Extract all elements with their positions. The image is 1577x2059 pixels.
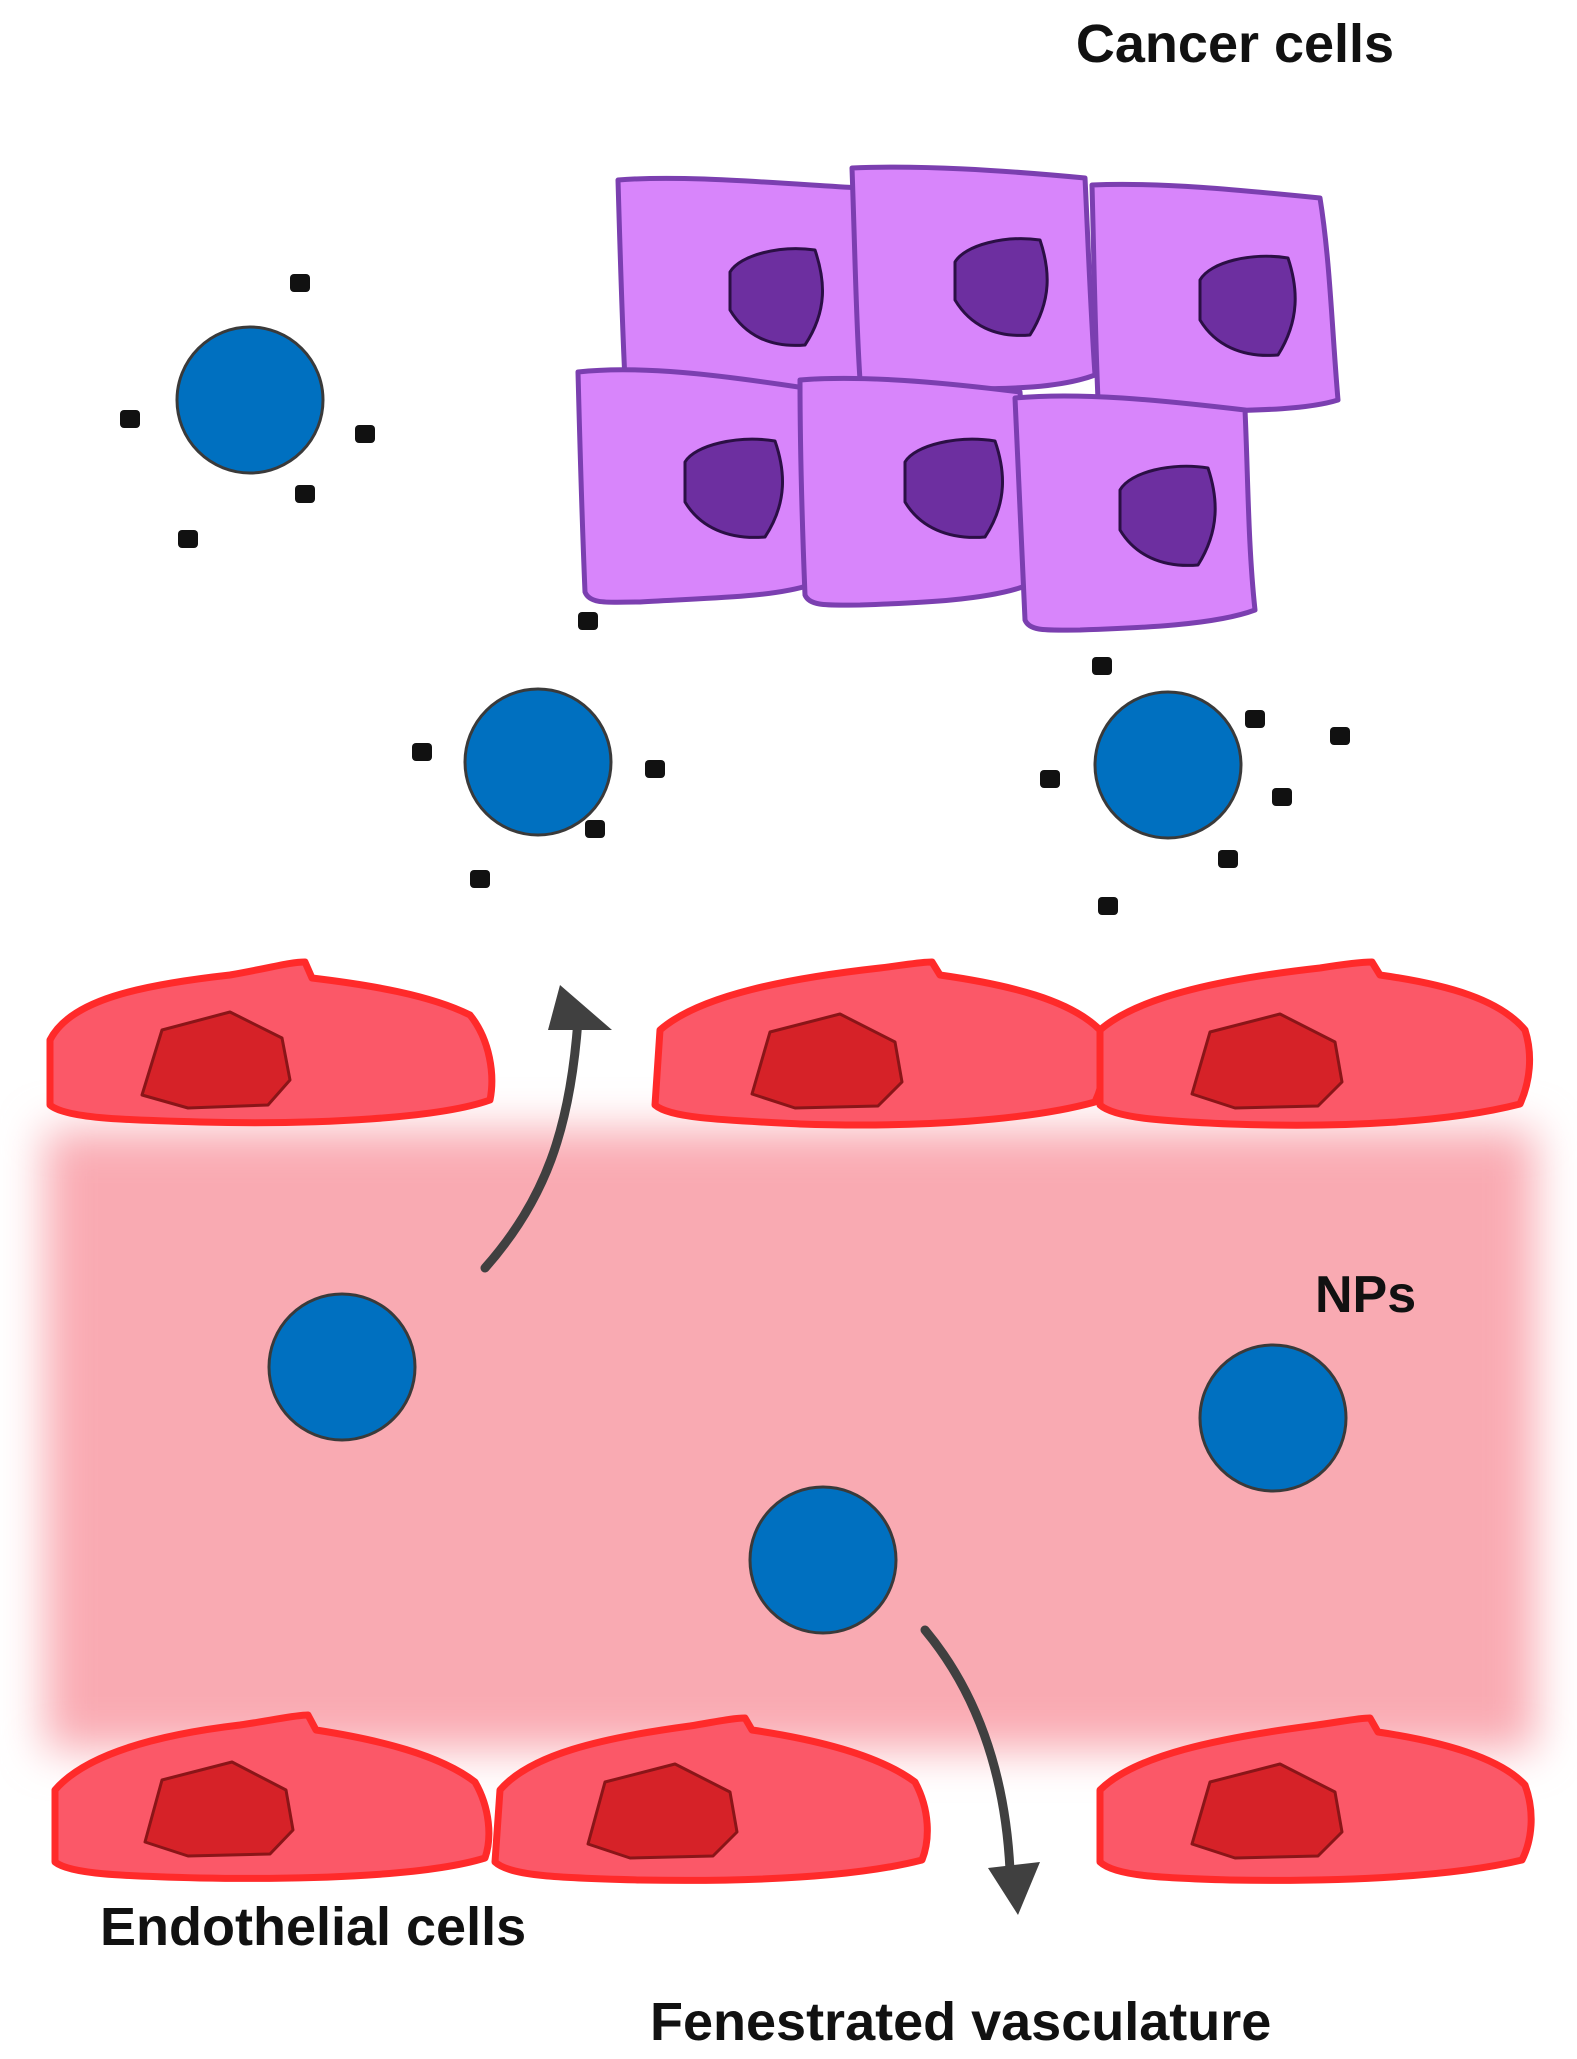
cancer-cell <box>615 175 873 398</box>
nanoparticle <box>463 687 613 837</box>
cancer-cell <box>575 367 813 605</box>
nanoparticle <box>1093 690 1243 840</box>
nanoparticle-with-drug <box>412 612 665 888</box>
arrowhead-down <box>988 1862 1040 1915</box>
nanoparticle <box>1198 1343 1348 1493</box>
nanoparticle <box>175 325 325 475</box>
drug-molecules <box>412 612 665 888</box>
endothelial-cell <box>46 958 496 1127</box>
endothelial-cell <box>1096 1714 1535 1884</box>
endothelial-cells-top <box>46 958 1533 1129</box>
cancer-cell <box>797 375 1031 608</box>
endothelial-cell <box>491 1714 931 1884</box>
label-endothelial-cells: Endothelial cells <box>100 1897 526 1957</box>
arrowhead-up <box>548 985 612 1030</box>
cancer-cell <box>849 164 1098 393</box>
endothelial-cell <box>51 1711 493 1882</box>
extravasation-arrow-up <box>480 1015 583 1273</box>
endothelial-cell <box>1096 958 1533 1129</box>
nanoparticle <box>267 1292 417 1442</box>
label-fenestrated-vasculature: Fenestrated vasculature <box>650 1992 1271 2052</box>
drug-molecules <box>1040 657 1350 915</box>
endothelial-cell <box>651 958 1108 1129</box>
nanoparticle-with-drug <box>1040 657 1350 915</box>
nanoparticle <box>748 1485 898 1635</box>
label-nps: NPs <box>1315 1266 1416 1324</box>
endothelial-cells-bottom <box>51 1711 1535 1884</box>
drug-molecules <box>120 274 375 548</box>
cancer-cells-cluster <box>575 164 1341 633</box>
cancer-cell <box>1089 181 1341 415</box>
label-cancer-cells: Cancer cells <box>1076 14 1394 74</box>
cancer-cell <box>1012 393 1258 633</box>
extravasation-arrow-down <box>920 1625 1015 1875</box>
nanoparticle-with-drug <box>120 274 375 548</box>
